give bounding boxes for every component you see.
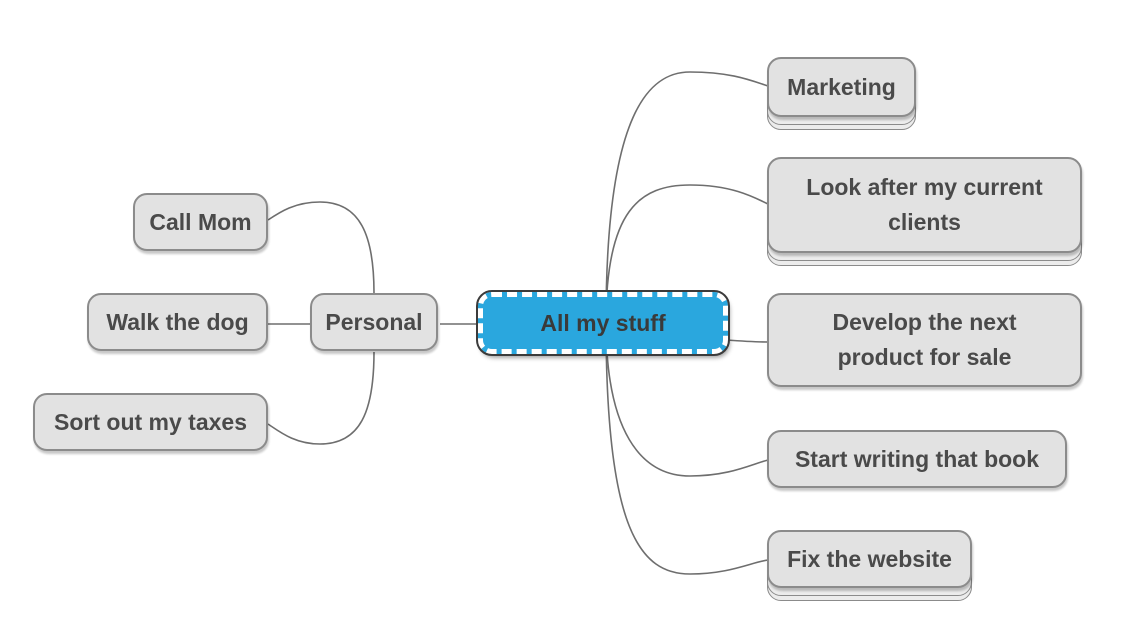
link-call-mom bbox=[267, 201, 375, 294]
topic-personal[interactable]: Personal bbox=[310, 293, 438, 351]
link-clients bbox=[605, 184, 769, 323]
link-develop bbox=[725, 339, 769, 343]
link-book bbox=[605, 321, 769, 477]
link-taxes bbox=[267, 351, 375, 445]
topic-call-mom[interactable]: Call Mom bbox=[133, 193, 268, 251]
link-marketing bbox=[605, 71, 769, 323]
topic-sort-out-taxes-label: Sort out my taxes bbox=[54, 408, 247, 435]
topic-writing-book[interactable]: Start writing that book bbox=[767, 430, 1067, 488]
topic-personal-label: Personal bbox=[325, 308, 423, 335]
topic-develop-product[interactable]: Develop the next product for sale bbox=[767, 293, 1082, 387]
topic-walk-the-dog[interactable]: Walk the dog bbox=[87, 293, 268, 351]
topic-current-clients-label: Look after my current clients bbox=[806, 174, 1043, 235]
topic-sort-out-taxes[interactable]: Sort out my taxes bbox=[33, 393, 268, 451]
topic-writing-book-label: Start writing that book bbox=[794, 445, 1040, 472]
central-topic[interactable]: All my stuff bbox=[476, 290, 730, 356]
topic-fix-website[interactable]: Fix the website bbox=[767, 530, 972, 588]
topic-walk-the-dog-label: Walk the dog bbox=[106, 308, 249, 335]
topic-develop-product-label: Develop the next product for sale bbox=[832, 309, 1017, 370]
central-topic-label: All my stuff bbox=[540, 309, 666, 336]
link-website bbox=[605, 321, 769, 575]
topic-fix-website-label: Fix the website bbox=[787, 545, 952, 572]
topic-call-mom-label: Call Mom bbox=[149, 208, 252, 235]
topic-current-clients[interactable]: Look after my current clients bbox=[767, 157, 1082, 253]
topic-marketing-label: Marketing bbox=[787, 73, 896, 100]
topic-marketing[interactable]: Marketing bbox=[767, 57, 916, 117]
